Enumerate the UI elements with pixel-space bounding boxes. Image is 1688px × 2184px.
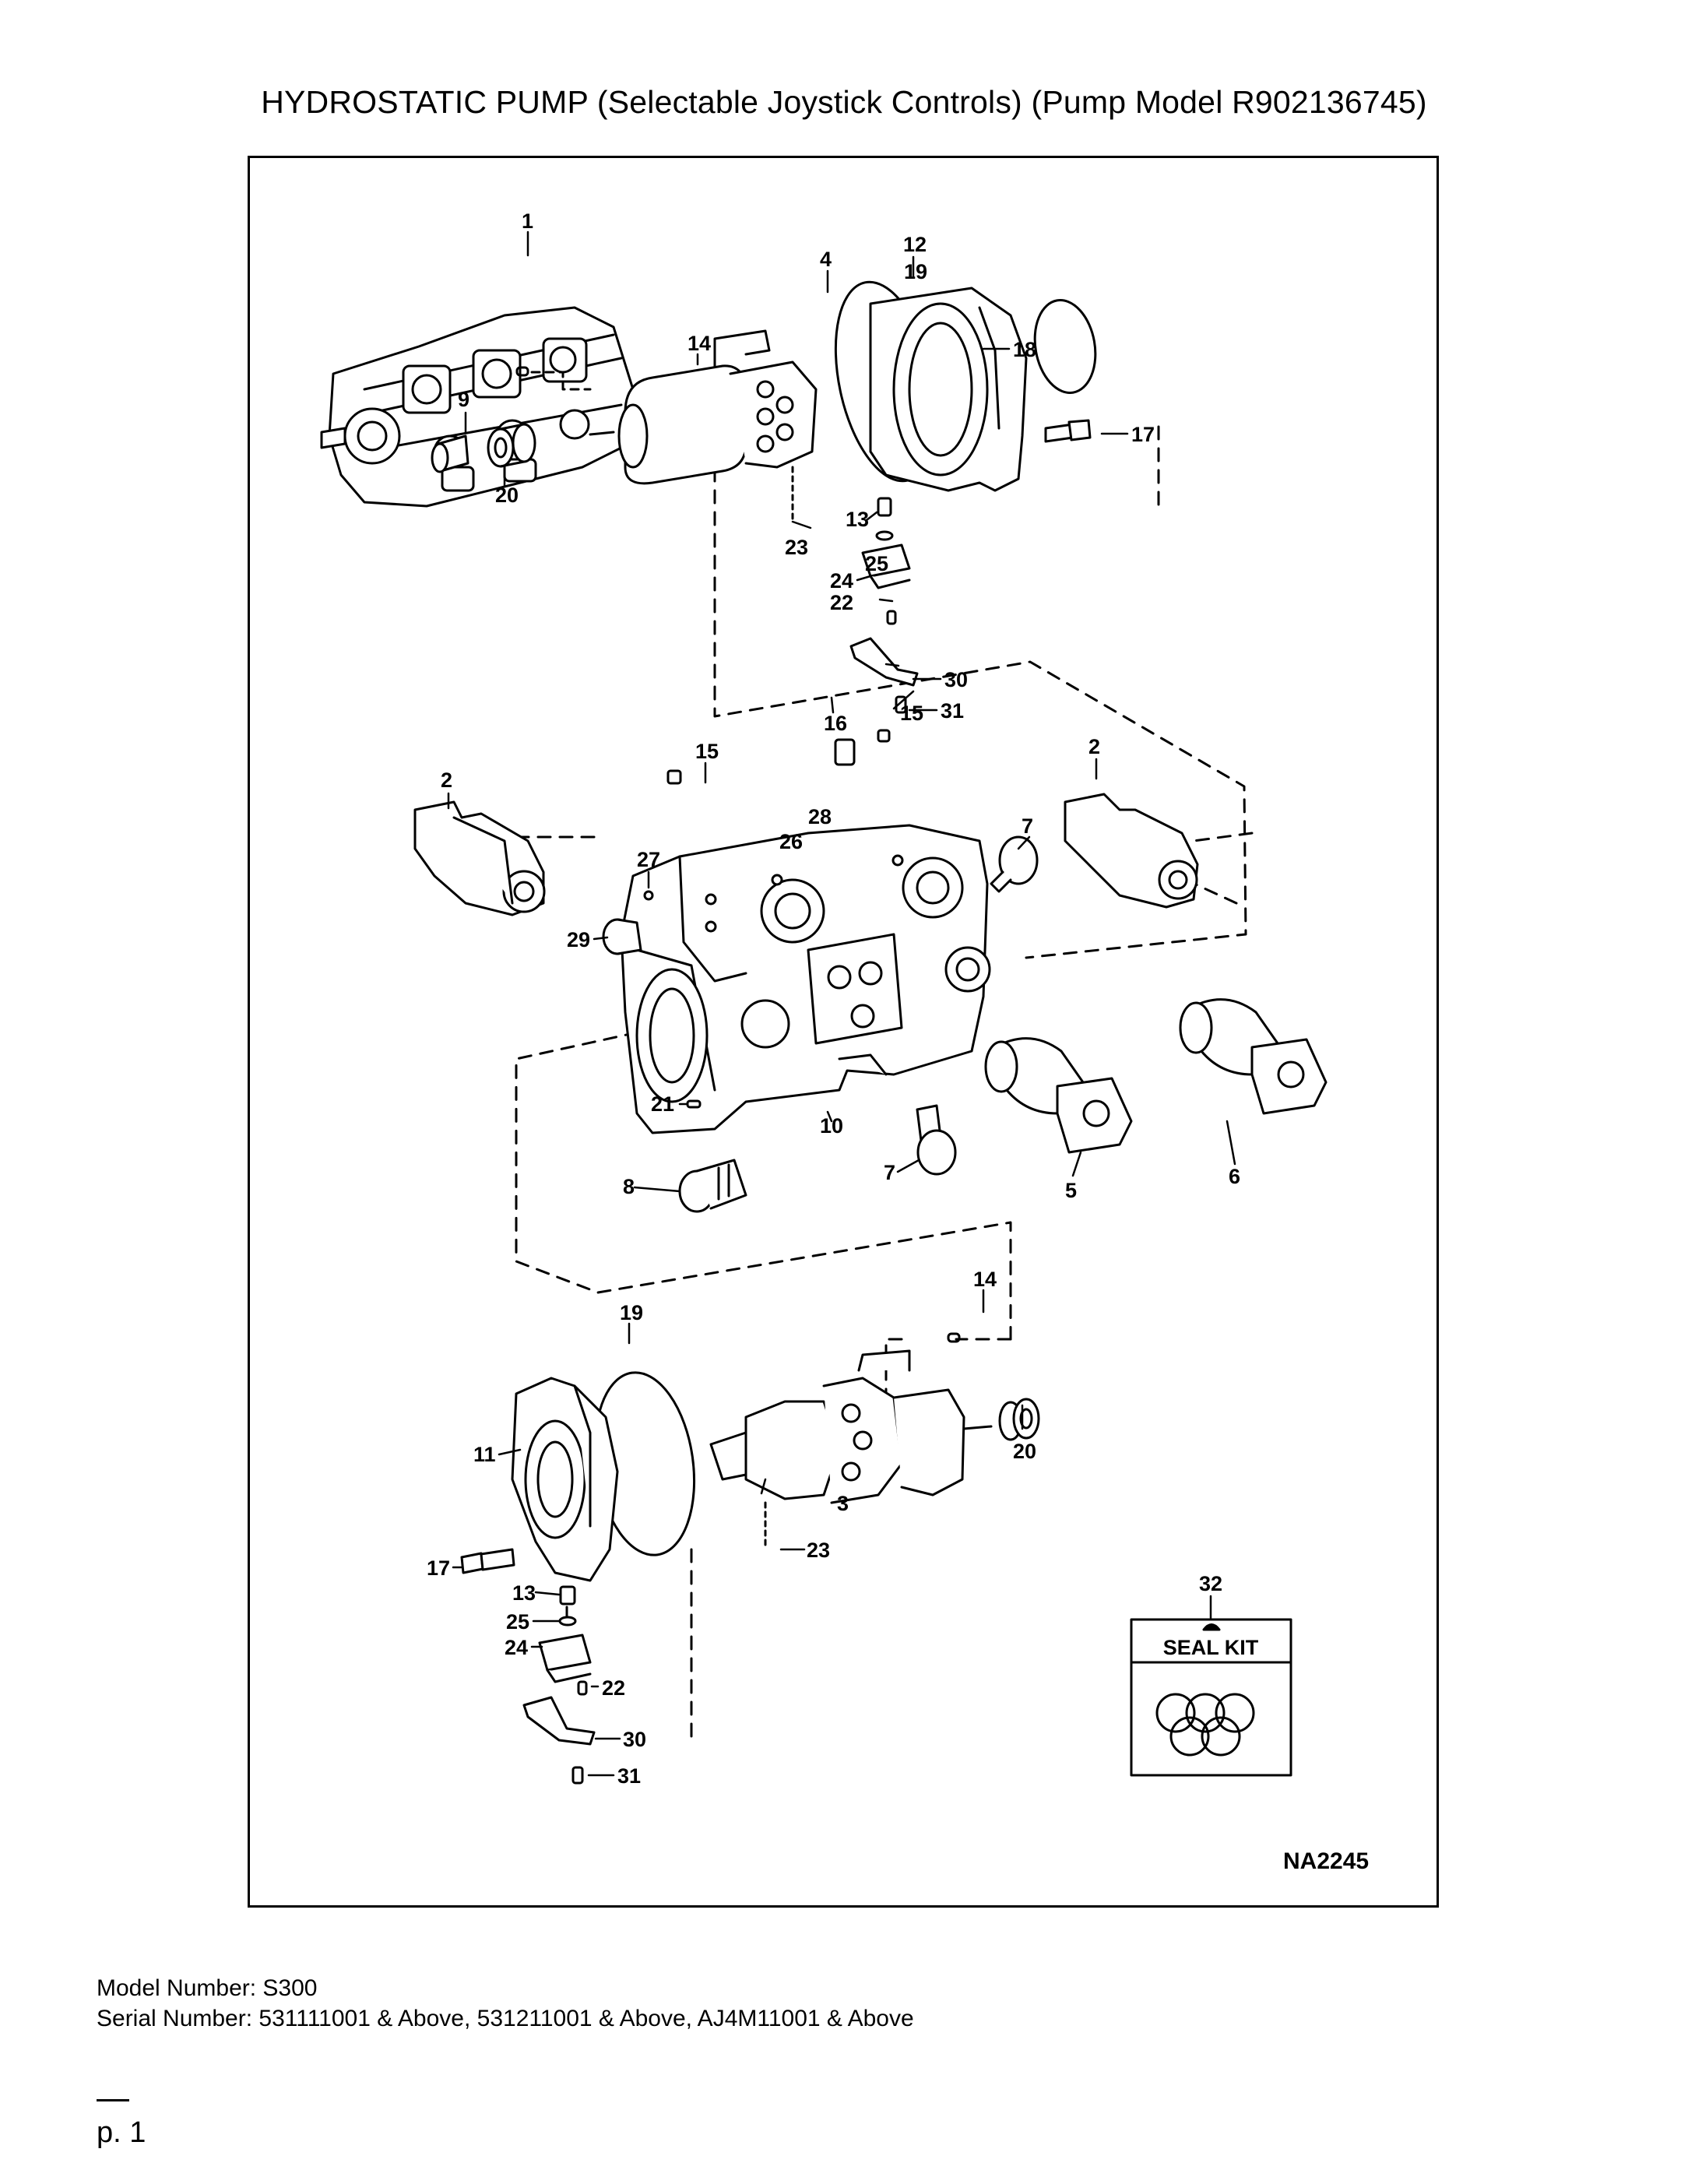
- callout-7-upper: 7: [1022, 814, 1033, 838]
- seal-kit-label: SEAL KIT: [1163, 1636, 1259, 1659]
- part-29-plug: [602, 918, 642, 955]
- callout-25-upper: 25: [865, 552, 888, 575]
- top-plugs: [666, 729, 891, 785]
- model-number: Model Number: S300: [97, 1975, 318, 2001]
- callout-5: 5: [1065, 1179, 1077, 1202]
- part-1-pump-assembly: [320, 306, 635, 508]
- callout-7-lower: 7: [884, 1161, 895, 1184]
- part-2-control-valve-right: [1064, 793, 1199, 909]
- callout-14-lower: 14: [973, 1268, 997, 1291]
- callout-9: 9: [458, 388, 469, 411]
- callout-11: 11: [473, 1443, 496, 1466]
- part-4-rotating-group: [589, 329, 818, 485]
- callout-numbers: 1 2 2 3 4 5 6 7 7 8 9 10 11 12 13 13 14 …: [427, 209, 1240, 1788]
- callout-16: 16: [824, 712, 847, 735]
- callout-27: 27: [637, 848, 660, 871]
- callout-21: 21: [651, 1092, 674, 1116]
- callout-22-upper: 22: [830, 591, 853, 614]
- part-12-end-cover: [869, 287, 1028, 492]
- callout-20-upper: 20: [495, 484, 519, 507]
- callout-30-lower: 30: [623, 1728, 646, 1751]
- callout-22-lower: 22: [602, 1676, 625, 1700]
- part-17-bolt-upper: [1044, 419, 1092, 443]
- callout-24-lower: 24: [505, 1636, 528, 1659]
- part-27-pin: [643, 890, 654, 901]
- diagram-frame: [248, 156, 1439, 1908]
- callout-25-lower: 25: [506, 1610, 529, 1634]
- center-pump-housing: [620, 824, 991, 1134]
- page-number: p. 1: [97, 2116, 146, 2149]
- callout-4: 4: [820, 248, 832, 271]
- callout-1: 1: [522, 209, 533, 233]
- callout-28: 28: [808, 805, 832, 828]
- callout-18: 18: [1013, 338, 1036, 361]
- part-3-rotating-group: [709, 1349, 993, 1504]
- callout-6: 6: [1229, 1165, 1240, 1188]
- callout-19-upper: 19: [904, 260, 927, 283]
- callout-15-left: 15: [695, 740, 719, 763]
- callout-13-upper: 13: [846, 508, 869, 531]
- leader-lines: [447, 230, 1236, 1777]
- part-20-bearing-upper: [487, 423, 536, 468]
- callout-26: 26: [779, 830, 803, 853]
- part-11-end-cover: [511, 1377, 619, 1582]
- exploded-parts-diagram: SEAL KIT: [320, 209, 1369, 1874]
- part-20-bearing-lower: [998, 1398, 1040, 1441]
- serial-number: Serial Number: 531111001 & Above, 531211…: [97, 2006, 914, 2031]
- part-32-seal-kit-icon: [1130, 1618, 1292, 1777]
- part-18-o-ring: [1033, 299, 1097, 394]
- callout-31-upper: 31: [941, 699, 964, 723]
- callout-29: 29: [567, 928, 590, 951]
- callout-23-lower: 23: [807, 1539, 830, 1562]
- part-7-cap-lower: [916, 1104, 957, 1176]
- callout-2-right: 2: [1088, 735, 1100, 758]
- callout-24-upper: 24: [830, 569, 853, 593]
- callout-8: 8: [623, 1175, 635, 1198]
- callout-13-lower: 13: [512, 1581, 536, 1605]
- callout-10: 10: [820, 1114, 843, 1138]
- part-9-bushing: [431, 434, 469, 473]
- callout-19-lower: 19: [620, 1301, 643, 1324]
- part-8-plug: [678, 1159, 747, 1213]
- diagram-reference-code: NA2245: [1283, 1848, 1369, 1874]
- part-14-pin-upper: [515, 366, 529, 377]
- callout-31-lower: 31: [617, 1764, 641, 1788]
- callout-12: 12: [903, 233, 927, 256]
- callout-15-right: 15: [900, 702, 923, 725]
- callout-23-upper: 23: [785, 536, 808, 559]
- assembly-guide-lines: [515, 425, 1254, 1738]
- part-6-charge-pump: [1179, 998, 1328, 1115]
- callout-17-lower: 17: [427, 1556, 450, 1580]
- callout-32: 32: [1199, 1572, 1222, 1595]
- callout-20-lower: 20: [1013, 1440, 1036, 1463]
- part-14-pin-lower: [947, 1332, 961, 1343]
- callout-3: 3: [837, 1492, 849, 1515]
- callout-17-upper: 17: [1131, 423, 1155, 446]
- callout-30-upper: 30: [944, 668, 968, 691]
- callout-14-upper: 14: [688, 332, 711, 355]
- part-5-charge-pump: [984, 1037, 1133, 1154]
- part-17-bolt-lower: [460, 1548, 515, 1574]
- page-title: HYDROSTATIC PUMP (Selectable Joystick Co…: [261, 84, 1427, 120]
- page-divider: [97, 2099, 129, 2101]
- part-7-cap-upper: [990, 835, 1039, 893]
- lower-sensor-stack: [522, 1585, 596, 1785]
- part-2-control-valve-left: [413, 800, 546, 916]
- callout-2-left: 2: [441, 768, 452, 792]
